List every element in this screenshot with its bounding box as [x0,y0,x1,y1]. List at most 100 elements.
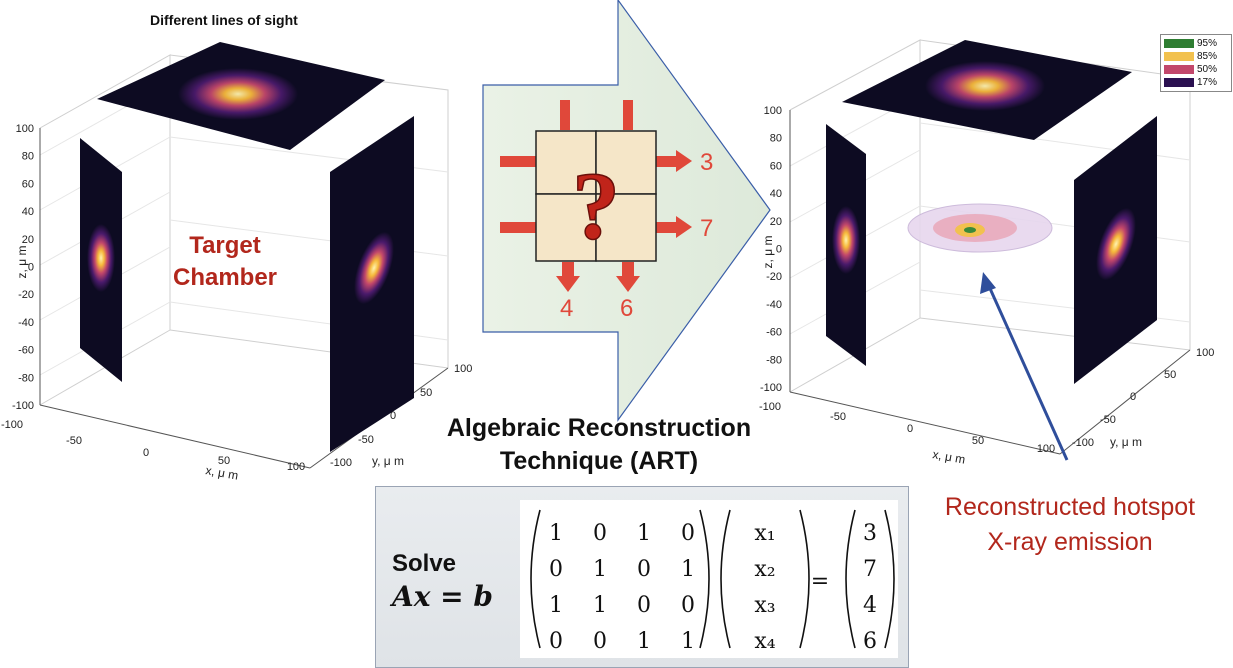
z-tick-label: -60 [766,327,782,339]
legend-swatch [1164,39,1194,48]
matrix-cell: 1 [593,593,607,618]
target-label-line1: Target [189,232,261,259]
col-sum-2: 6 [620,295,633,322]
z-tick-label: -80 [18,372,34,384]
target-label-line2: Chamber [172,264,278,291]
x-tick-label: -50 [830,411,846,423]
col-sum-1: 4 [560,295,573,322]
left-z-axis-label: z, μ m [15,246,29,279]
art-title-line1: Algebraic Reconstruction [446,414,752,442]
matrix-cell: 1 [549,593,563,618]
matrix-cell: 0 [637,557,651,582]
two-by-two-grid [535,130,657,262]
x-tick-label: 0 [907,423,913,435]
equals-sign: = [811,569,829,594]
matrix-cell: 1 [549,521,563,546]
vector-b-cell: 4 [863,593,877,618]
left-x-axis-label: x, μ m [204,463,239,483]
y-tick-label: 50 [420,387,432,399]
matrix-cell: 1 [637,521,651,546]
z-tick-label: 20 [22,234,34,246]
row-sum-1: 3 [700,149,713,176]
red-arrows [500,100,692,292]
z-tick-label: -40 [766,299,782,311]
z-tick-label: 60 [770,160,782,172]
z-tick-label: -40 [18,317,34,329]
z-tick-label: -100 [760,382,782,394]
vector-x-cell: x₁ [754,521,775,546]
y-tick-label: -50 [358,434,374,446]
equation-text: Ax = b [392,580,493,613]
legend-swatch [1164,65,1194,74]
y-tick-label: -50 [1100,414,1116,426]
left-y-axis-label: y, μ m [372,454,404,468]
x-tick-label: -100 [759,401,781,413]
right-y-axis-label: y, μ m [1110,435,1142,449]
z-tick-label: -20 [18,289,34,301]
matrix-cell: 0 [549,557,563,582]
z-tick-label: 80 [770,133,782,145]
legend-item: 85% [1164,50,1228,63]
legend-label: 50% [1197,64,1218,75]
x-tick-label: 0 [143,447,149,459]
z-tick-label: 100 [764,105,782,117]
y-tick-label: -100 [330,457,352,469]
x-tick-label: 100 [287,461,305,473]
matrix-cell: 1 [681,557,695,582]
z-tick-label: 0 [28,262,34,274]
y-tick-label: 50 [1164,369,1176,381]
z-tick-label: 60 [22,178,34,190]
hotspot-label: Reconstructed hotspot X-ray emission [905,490,1233,560]
legend-item: 50% [1164,63,1228,76]
legend-label: 95% [1197,38,1218,49]
z-tick-label: 0 [776,244,782,256]
matrix-cell: 1 [593,557,607,582]
target-chamber-label: Target Chamber [150,230,300,294]
legend-swatch [1164,78,1194,87]
question-mark-icon: ? [572,152,620,259]
right-z-axis-label: z, μ m [761,236,775,269]
isosurface-legend: 95% 85% 50% 17% [1160,34,1232,92]
matrix-cell: 0 [593,521,607,546]
legend-label: 17% [1197,77,1218,88]
z-tick-label: -20 [766,271,782,283]
z-tick-label: -80 [766,354,782,366]
hotspot-pointer-arrow [986,283,1069,461]
vector-b-cell: 6 [863,629,877,654]
z-tick-label: 80 [22,151,34,163]
legend-item: 95% [1164,37,1228,50]
x-tick-label: 100 [1037,443,1055,455]
z-tick-label: 40 [770,188,782,200]
vector-x-cell: x₃ [754,593,775,618]
x-tick-label: -100 [1,419,23,431]
z-tick-label: 20 [770,216,782,228]
z-tick-label: -100 [12,400,34,412]
hotspot-isosurface [907,203,1053,253]
right-x-axis-label: x, μ m [931,447,966,467]
z-tick-label: 40 [22,206,34,218]
x-tick-label: 50 [218,455,230,467]
matrix-cell: 0 [681,521,695,546]
vector-x-cell: x₂ [754,557,775,582]
matrix-cell: 1 [681,629,695,654]
hotspot-label-line1: Reconstructed hotspot [944,493,1196,521]
x-tick-label: -50 [66,435,82,447]
left-plot-title: Different lines of sight [150,12,298,28]
y-tick-label: 100 [1196,347,1214,359]
hotspot-label-line2: X-ray emission [987,528,1153,556]
matrix-cell: 0 [593,629,607,654]
matrix-cell: 1 [637,629,651,654]
row-sum-2: 7 [700,215,713,242]
art-title-line2: Technique (ART) [499,447,699,475]
z-tick-label: -60 [18,345,34,357]
z-tick-label: 100 [16,123,34,135]
art-title: Algebraic Reconstruction Technique (ART) [418,412,780,478]
y-tick-label: 100 [454,363,472,375]
legend-item: 17% [1164,76,1228,89]
x-tick-label: 50 [972,435,984,447]
legend-swatch [1164,52,1194,61]
